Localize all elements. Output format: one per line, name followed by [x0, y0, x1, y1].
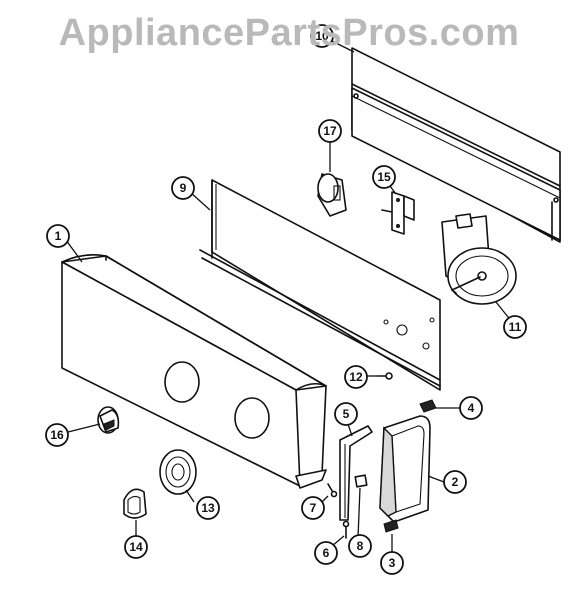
svg-text:1: 1 — [55, 229, 62, 243]
svg-text:14: 14 — [129, 540, 143, 554]
svg-text:10: 10 — [315, 29, 329, 43]
part-4-clip — [419, 399, 437, 413]
part-1-console — [61, 254, 327, 489]
svg-text:15: 15 — [377, 170, 391, 184]
watermark-logo: AppliancePartsPros.com — [58, 12, 520, 54]
callout-13: 13 — [196, 496, 220, 520]
part-12-screw — [377, 372, 393, 380]
callout-16: 16 — [45, 423, 69, 447]
callout-2: 2 — [443, 470, 467, 494]
part-11-timer-assembly — [441, 213, 517, 305]
part-3-clip — [383, 519, 399, 533]
callout-3: 3 — [380, 551, 404, 575]
leader-lines — [65, 37, 513, 552]
svg-text:8: 8 — [357, 539, 364, 553]
part-5-trim-strip — [339, 425, 373, 521]
callout-14: 14 — [124, 535, 148, 559]
callout-9: 9 — [171, 176, 195, 200]
svg-text:9: 9 — [180, 181, 187, 195]
svg-text:16: 16 — [50, 428, 64, 442]
svg-text:13: 13 — [201, 501, 215, 515]
part-13-dial — [159, 449, 197, 495]
svg-text:11: 11 — [509, 320, 522, 334]
svg-text:12: 12 — [349, 370, 363, 384]
callout-10: 10 — [310, 24, 334, 48]
callout-11: 11 — [503, 315, 527, 339]
svg-text:4: 4 — [468, 401, 475, 415]
svg-text:5: 5 — [343, 407, 350, 421]
part-15-hinge — [381, 191, 415, 235]
svg-text:7: 7 — [310, 501, 317, 515]
part-2-end-cap — [379, 415, 431, 523]
svg-text:6: 6 — [323, 546, 330, 560]
part-9-console-panel — [199, 179, 441, 391]
callout-12: 12 — [344, 365, 368, 389]
callout-5: 5 — [334, 402, 358, 426]
part-16-knob — [97, 406, 120, 434]
svg-text:3: 3 — [389, 556, 396, 570]
callout-7: 7 — [301, 496, 325, 520]
part-6-screw — [342, 520, 350, 539]
part-14-knob — [123, 488, 147, 519]
svg-text:2: 2 — [452, 475, 459, 489]
callout-1: 1 — [46, 224, 70, 248]
callout-8: 8 — [348, 534, 372, 558]
part-7-screw — [327, 483, 338, 498]
callout-6: 6 — [314, 541, 338, 565]
part-8-insert — [354, 474, 368, 488]
callout-4: 4 — [459, 396, 483, 420]
svg-text:17: 17 — [323, 124, 337, 138]
callout-17: 17 — [318, 119, 342, 143]
part-10-rear-panel — [351, 47, 561, 243]
part-17-bracket — [317, 173, 347, 217]
callout-15: 15 — [372, 165, 396, 189]
